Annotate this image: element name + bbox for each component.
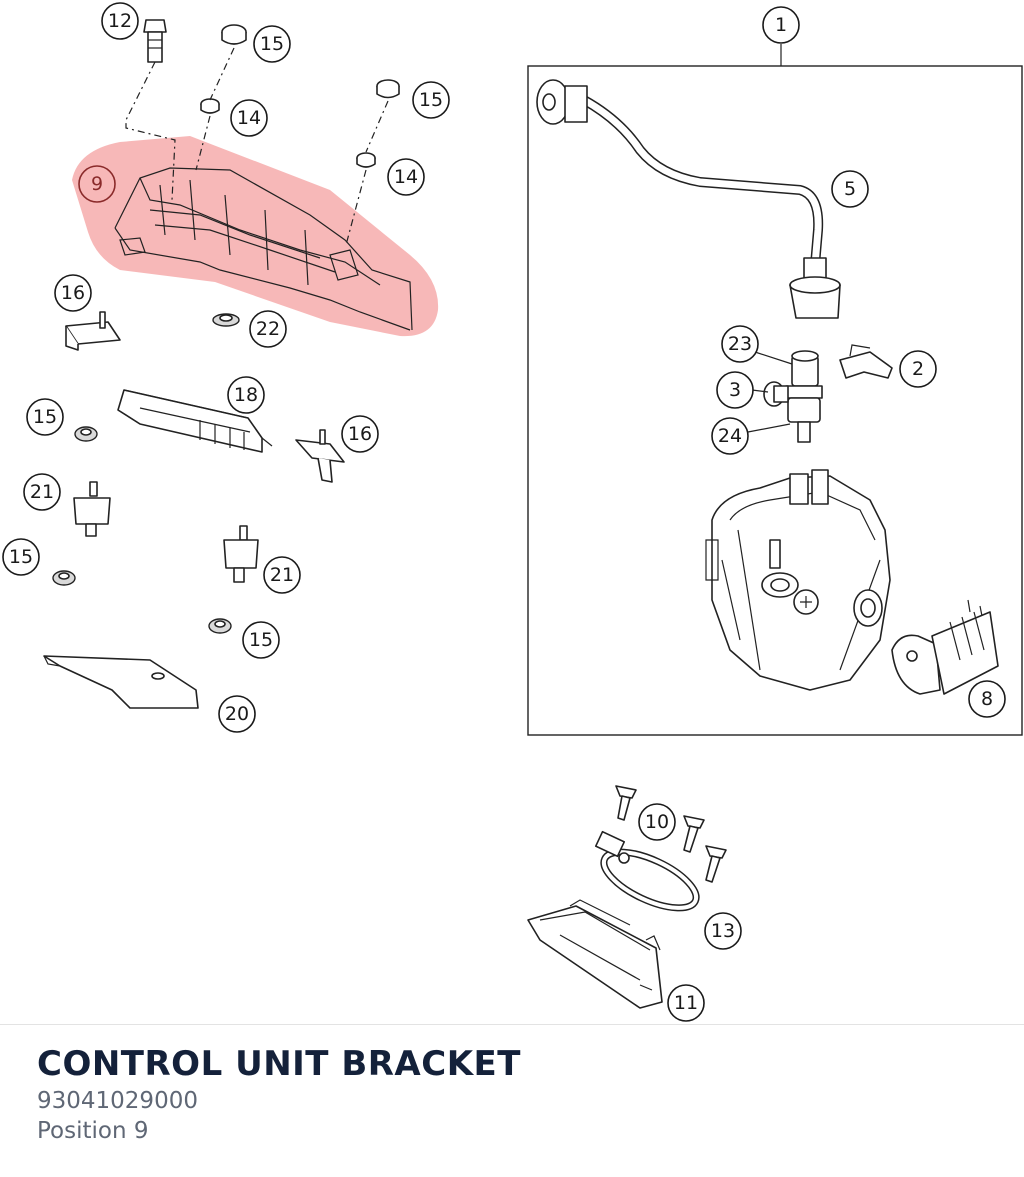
svg-text:15: 15 [260,33,284,55]
assembly-frame-1 [527,65,1023,736]
clamp-13[interactable] [594,830,704,920]
svg-text:18: 18 [234,384,258,406]
damper-21-left[interactable] [73,481,111,537]
bracket-16-left[interactable] [65,311,121,351]
injector-23-24[interactable] [785,350,823,443]
svg-text:24: 24 [718,425,742,447]
callout-21-b[interactable]: 21 [263,556,301,594]
callout-11[interactable]: 11 [667,984,705,1022]
svg-text:21: 21 [30,481,54,503]
svg-text:8: 8 [981,688,993,710]
svg-text:1: 1 [775,14,787,36]
intake-boot-11[interactable] [527,899,663,1009]
callout-10[interactable]: 10 [638,803,676,841]
callout-1[interactable]: 1 [762,6,800,44]
nut-15-a[interactable] [74,426,98,442]
callout-2[interactable]: 2 [899,350,937,388]
svg-text:15: 15 [33,406,57,428]
leader-lines [747,351,793,433]
callout-15-c[interactable]: 15 [26,398,64,436]
svg-text:20: 20 [225,703,249,725]
callout-22[interactable]: 22 [249,310,287,348]
damper-21-right[interactable] [223,525,259,583]
callout-14-a[interactable]: 14 [230,99,268,137]
part-number: 93041029000 [37,1088,198,1114]
plate-20[interactable] [43,655,199,709]
nut-15-right[interactable] [376,79,400,99]
spacer-14-right[interactable] [356,152,376,168]
callout-8[interactable]: 8 [968,680,1006,718]
callout-23[interactable]: 23 [721,325,759,363]
control-unit-18[interactable] [117,389,273,453]
part-caption: CONTROL UNIT BRACKET 93041029000 Positio… [37,1044,997,1146]
screw-10-a[interactable] [615,785,637,821]
svg-text:21: 21 [270,564,294,586]
part-position: Position 9 [37,1118,149,1144]
sensor-8[interactable] [891,599,999,695]
svg-text:14: 14 [394,166,418,188]
callout-12[interactable]: 12 [101,2,139,40]
svg-text:10: 10 [645,811,669,833]
assembly-line-12 [125,61,176,201]
bolt-12[interactable] [143,19,167,63]
svg-text:2: 2 [912,358,924,380]
callout-15-a[interactable]: 15 [253,25,291,63]
bracket-16-right[interactable] [295,429,345,483]
callout-15-b[interactable]: 15 [412,81,450,119]
svg-text:23: 23 [728,333,752,355]
svg-text:3: 3 [729,379,741,401]
assembly-line-15b [345,100,389,246]
callout-21-a[interactable]: 21 [23,473,61,511]
svg-text:13: 13 [711,920,735,942]
callout-13[interactable]: 13 [704,912,742,950]
throttle-body[interactable] [705,469,891,691]
svg-text:16: 16 [61,282,85,304]
spacer-14-top[interactable] [200,98,220,114]
clip-2[interactable] [839,344,893,379]
control-unit-bracket-part-9[interactable] [72,136,439,337]
callout-20[interactable]: 20 [218,695,256,733]
callout-16-a[interactable]: 16 [54,274,92,312]
svg-text:15: 15 [9,546,33,568]
svg-text:15: 15 [419,89,443,111]
screw-10-c[interactable] [705,845,727,883]
exploded-parts-diagram: 1 2 3 5 8 9 10 11 12 13 14 14 15 15 15 1… [2,2,1023,1022]
svg-text:12: 12 [108,10,132,32]
callout-16-b[interactable]: 16 [341,415,379,453]
svg-text:14: 14 [237,107,261,129]
callout-15-e[interactable]: 15 [242,621,280,659]
grommet-22[interactable] [212,313,240,327]
assembly-line-15 [195,47,235,171]
svg-text:11: 11 [674,992,698,1014]
svg-text:5: 5 [844,178,856,200]
nut-15-b[interactable] [52,570,76,586]
caption-divider [0,1024,1024,1025]
callout-3[interactable]: 3 [716,371,754,409]
svg-text:15: 15 [249,629,273,651]
nut-15-c[interactable] [208,618,232,634]
callout-9[interactable]: 9 [78,165,116,203]
callout-5[interactable]: 5 [831,170,869,208]
svg-text:22: 22 [256,318,280,340]
sensor-3[interactable] [763,381,789,407]
svg-text:9: 9 [91,173,103,195]
part-title: CONTROL UNIT BRACKET [37,1044,521,1084]
screw-10-b[interactable] [683,815,705,853]
svg-text:16: 16 [348,423,372,445]
fuel-hose-5[interactable] [536,79,841,319]
callout-18[interactable]: 18 [227,376,265,414]
callout-14-b[interactable]: 14 [387,158,425,196]
callout-24[interactable]: 24 [711,417,749,455]
callout-15-d[interactable]: 15 [2,538,40,576]
nut-15-top[interactable] [221,24,247,45]
